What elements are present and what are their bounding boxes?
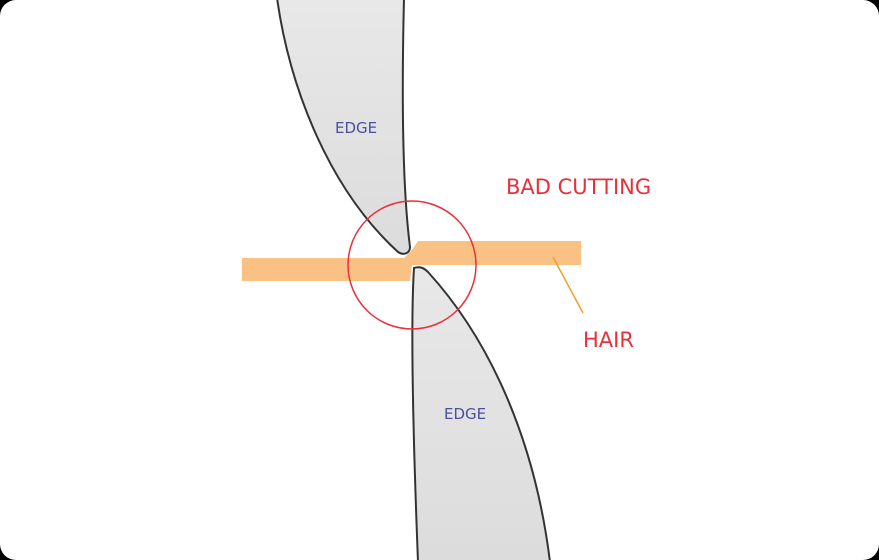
problem-highlight-circle — [347, 200, 477, 330]
hair-strand-bend — [404, 250, 412, 281]
edge-label-top: EDGE — [335, 119, 377, 137]
bad-cutting-title: BAD CUTTING — [506, 175, 651, 199]
lower-blade — [411, 266, 551, 560]
hair-pointer-line — [552, 256, 584, 314]
upper-blade — [276, 0, 412, 255]
edge-label-bottom: EDGE — [444, 405, 486, 423]
hair-label: HAIR — [583, 328, 634, 352]
hair-strand — [242, 241, 581, 281]
